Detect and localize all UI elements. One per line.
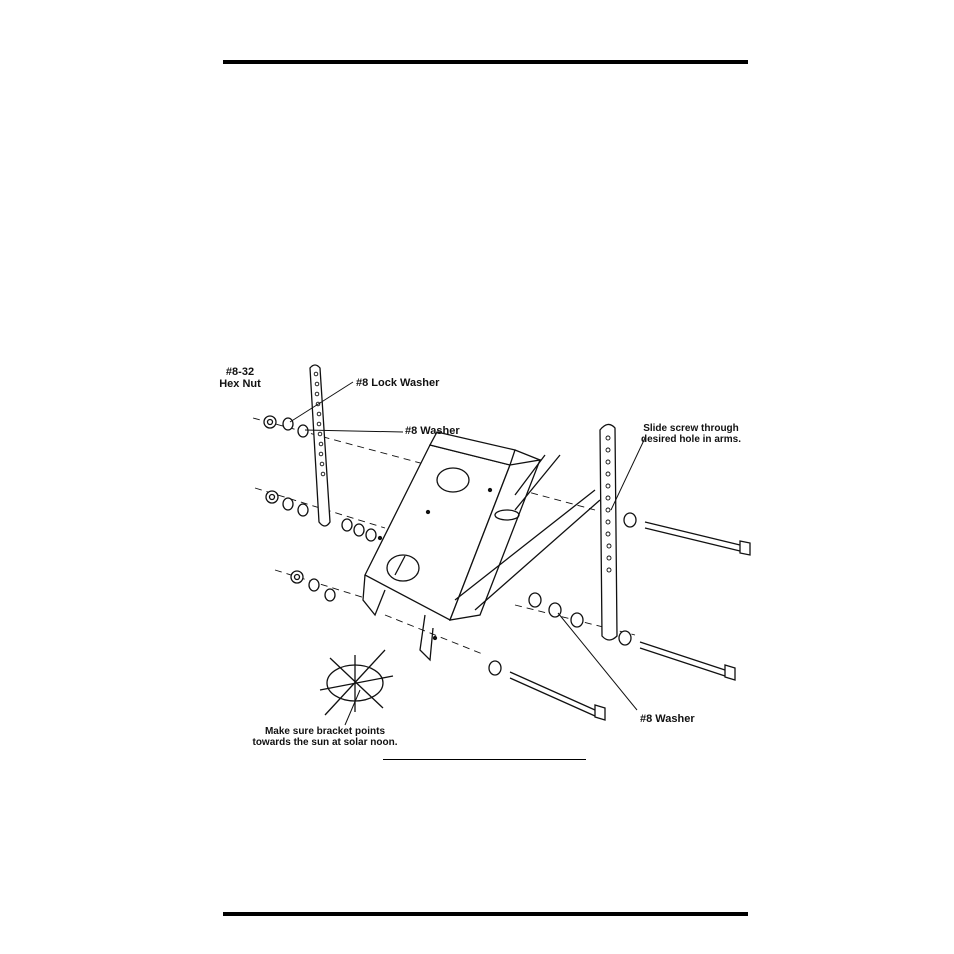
hex-nut-label-line-1: #8-32 bbox=[218, 366, 262, 378]
slide-screw-label-line-1: Slide screw through bbox=[636, 423, 746, 434]
mounting-bracket-exploded-diagram bbox=[215, 360, 755, 755]
washer-label-bottom: #8 Washer bbox=[640, 713, 695, 725]
machine-screws bbox=[510, 522, 750, 720]
bracket-note-line-1: Make sure bracket points bbox=[240, 726, 410, 737]
header-rule bbox=[223, 60, 748, 64]
hex-nut-label: #8-32 Hex Nut bbox=[218, 366, 262, 390]
sun-compass-icon bbox=[320, 650, 393, 715]
footer-rule bbox=[223, 912, 748, 916]
slide-screw-label: Slide screw through desired hole in arms… bbox=[636, 423, 746, 445]
slide-screw-label-line-2: desired hole in arms. bbox=[636, 434, 746, 445]
bracket-note-line-2: towards the sun at solar noon. bbox=[240, 737, 410, 748]
bracket-orientation-note: Make sure bracket points towards the sun… bbox=[240, 726, 410, 748]
figure-caption-rule bbox=[383, 759, 586, 760]
left-arm bbox=[310, 365, 330, 526]
right-arm bbox=[600, 424, 617, 640]
washer-label-top: #8 Washer bbox=[405, 425, 460, 437]
mounting-bracket bbox=[363, 432, 540, 660]
hex-nut-label-line-2: Hex Nut bbox=[218, 378, 262, 390]
lock-washer-label: #8 Lock Washer bbox=[356, 377, 439, 389]
